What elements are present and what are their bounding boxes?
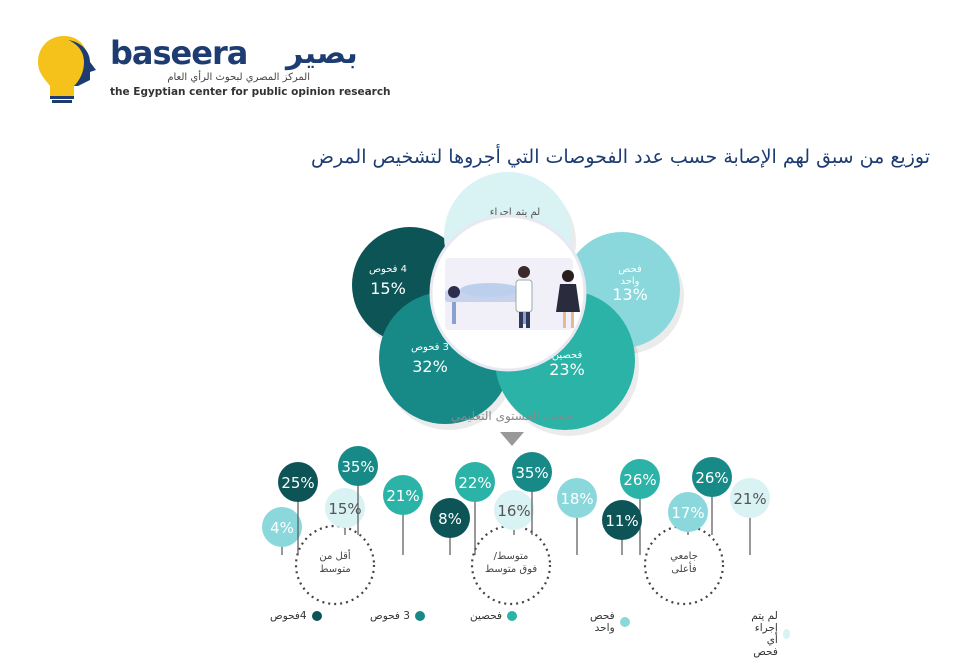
petal-value-one: 13% [612,285,648,304]
legend-swatch [414,611,425,621]
bubble-none [325,488,365,528]
group-ring [470,524,552,606]
petal-label-three: 3 فحوص [411,342,449,353]
legend-swatch [782,629,790,639]
bed-leg [452,302,456,324]
doctor-leg [519,312,523,328]
bulb-head-icon [38,36,96,103]
bubble-four [430,498,470,538]
logo-name-en: baseera [110,34,248,72]
bubble-three [512,452,552,492]
bubble-value-three: 35% [341,458,374,476]
bubble-one [668,492,708,532]
bubble-value-one: 4% [270,519,294,537]
bubble-value-four: 25% [281,474,314,492]
section-label: حسب المستوى التعليمي [451,409,573,424]
petal-value-two: 23% [549,360,585,379]
legend-label: فحصين [470,610,503,622]
logo-subtitle-ar: المركز المصري لبحوث الرأي العام [167,72,310,83]
legend: لم يتم إجراء أي فحص فحص واحد فحصين 3 فحوص 4ف… [270,610,790,658]
bubble-value-none: 21% [733,490,766,508]
legend-label: 4فحوص [270,610,307,622]
legend-item: فحص واحد [590,610,630,634]
bubble-three [338,446,378,486]
legend-swatch [507,611,518,621]
doctor-leg [526,312,530,328]
petal-label-four: 4 فحوص [369,264,407,275]
group-ring [294,524,376,606]
legend-label: 3 فحوص [370,610,410,622]
patient-body-icon [460,283,520,297]
legend-item: لم يتم إجراء أي فحص [740,610,790,658]
group-ring [643,524,725,606]
down-arrow-icon [500,432,524,446]
legend-item: 4فحوص [270,610,322,622]
bubble-value-one: 18% [560,490,593,508]
legend-swatch [619,617,630,627]
legend-label: فحص واحد [590,610,615,634]
bubble-one [557,478,597,518]
bubble-four [278,462,318,502]
bubble-none [494,490,534,530]
bubble-one [262,507,302,547]
doctor-coat-icon [515,279,533,313]
doctor-head-icon [518,266,530,278]
legend-label: لم يتم إجراء أي فحص [751,610,778,658]
petal-value-three: 32% [412,357,448,376]
petal-value-four: 15% [370,279,406,298]
bubble-two [383,475,423,515]
bubble-four [602,500,642,540]
bubble-two [455,462,495,502]
bubble-three [692,457,732,497]
chart-title: توزيع من سبق لهم الإصابة حسب عدد الفحوصا… [310,146,930,168]
visitor-leg [571,312,574,328]
petal-label-two: فحصين [552,350,583,361]
visitor-dress-icon [556,284,580,312]
patient-head-icon [448,286,460,298]
bubble-value-two: 22% [458,474,491,492]
bubble-value-three: 35% [515,464,548,482]
legend-item: فحصين [470,610,518,622]
bubble-value-none: 16% [497,502,530,520]
logo-subtitle-en: the Egyptian center for public opinion r… [110,86,391,98]
logo-name-ar: بصير [286,36,358,71]
bubble-value-none: 15% [328,500,361,518]
bubble-value-three: 26% [695,469,728,487]
group-label: متوسط/فوق متوسط [485,551,538,575]
bubble-value-two: 21% [386,487,419,505]
visitor-leg [563,312,566,328]
bed-leg [522,302,526,324]
visitor-head-icon [562,270,574,282]
bubble-value-two: 26% [623,471,656,489]
legend-swatch [311,611,322,621]
bubble-value-four: 8% [438,510,462,528]
legend-item: 3 فحوص [370,610,425,622]
bubble-value-four: 11% [605,512,638,530]
bubble-value-one: 17% [671,504,704,522]
baseera-logo: baseera بصير المركز المصري لبحوث الرأي ا… [28,28,428,108]
bubble-none [730,478,770,518]
bubble-two [620,459,660,499]
